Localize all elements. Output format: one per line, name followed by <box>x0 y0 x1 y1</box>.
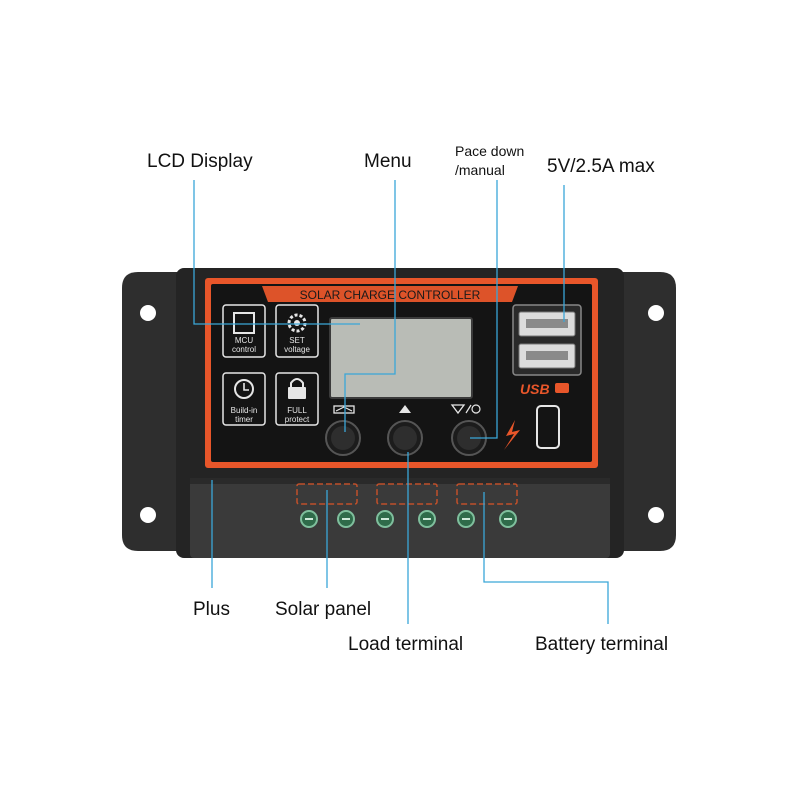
lcd-screen <box>329 317 473 399</box>
battery-terminal-label: Battery terminal <box>535 634 669 655</box>
load-terminal-label: Load terminal <box>348 634 464 655</box>
pace-down-label-line2: /manual <box>455 162 505 178</box>
menu-label: Menu <box>364 151 412 172</box>
up-arrow-icon <box>399 405 411 413</box>
lightning-icon <box>504 420 520 450</box>
load-terminal-screw-2[interactable] <box>418 510 436 528</box>
clock-icon: Build-in timer <box>222 372 266 426</box>
usb-output-label: 5V/2.5A max <box>547 156 655 177</box>
usb-logo: USB <box>520 381 550 397</box>
pace-down-label-line1: Pace down <box>455 143 525 159</box>
leader-lines <box>193 180 609 624</box>
lcd-display-label: LCD Display <box>147 151 253 172</box>
phone-icon <box>536 405 560 449</box>
plus-label: Plus <box>193 599 230 620</box>
lock-icon: FULL protect <box>275 372 319 426</box>
mcu-label-2: control <box>232 345 256 354</box>
solar-terminal-screw-2[interactable] <box>337 510 355 528</box>
solar-terminal-screw-1[interactable] <box>300 510 318 528</box>
solar-panel-label: Solar panel <box>275 599 372 620</box>
menu-button-symbol <box>333 405 355 414</box>
up-button[interactable] <box>387 420 423 456</box>
terminal-block <box>296 483 518 528</box>
pace-down-label: Pace down /manual <box>455 142 524 180</box>
solar-terminal-marker <box>296 483 358 505</box>
load-terminal-marker <box>376 483 438 505</box>
set-label-1: SET <box>289 336 305 345</box>
load-terminal-screw-1[interactable] <box>376 510 394 528</box>
mount-hole-bottom-right <box>648 507 664 523</box>
mcu-chip-icon: MCU control <box>222 304 266 358</box>
timer-label-2: timer <box>235 415 253 424</box>
usb-ports[interactable] <box>512 304 582 376</box>
gear-icon: SET voltage <box>275 304 319 358</box>
menu-button[interactable] <box>325 420 361 456</box>
timer-label-1: Build-in <box>231 406 258 415</box>
mount-hole-top-left <box>140 305 156 321</box>
menu-leader <box>344 180 396 432</box>
battery-terminal-leader <box>483 492 609 624</box>
usb-port-top[interactable] <box>518 311 576 337</box>
mount-hole-bottom-left <box>140 507 156 523</box>
battery-terminal-screw-2[interactable] <box>499 510 517 528</box>
battery-terminal-marker <box>456 483 518 505</box>
battery-terminal-screw-1[interactable] <box>457 510 475 528</box>
mount-hole-top-right <box>648 305 664 321</box>
lcd-display-leader <box>193 180 360 325</box>
protect-label-1: FULL <box>287 406 307 415</box>
set-label-2: voltage <box>284 345 310 354</box>
pace-down-leader <box>470 180 498 439</box>
mcu-label-1: MCU <box>235 336 253 345</box>
controller-body <box>122 268 676 558</box>
down-manual-button[interactable] <box>451 420 487 456</box>
usb-port-bottom[interactable] <box>518 343 576 369</box>
down-manual-symbol <box>450 404 481 415</box>
usb-plug-icon <box>555 383 569 393</box>
protect-label-2: protect <box>285 415 310 424</box>
front-panel: SOLAR CHARGE CONTROLLER MCU control SET … <box>205 278 598 468</box>
panel-title: SOLAR CHARGE CONTROLLER <box>300 288 481 302</box>
